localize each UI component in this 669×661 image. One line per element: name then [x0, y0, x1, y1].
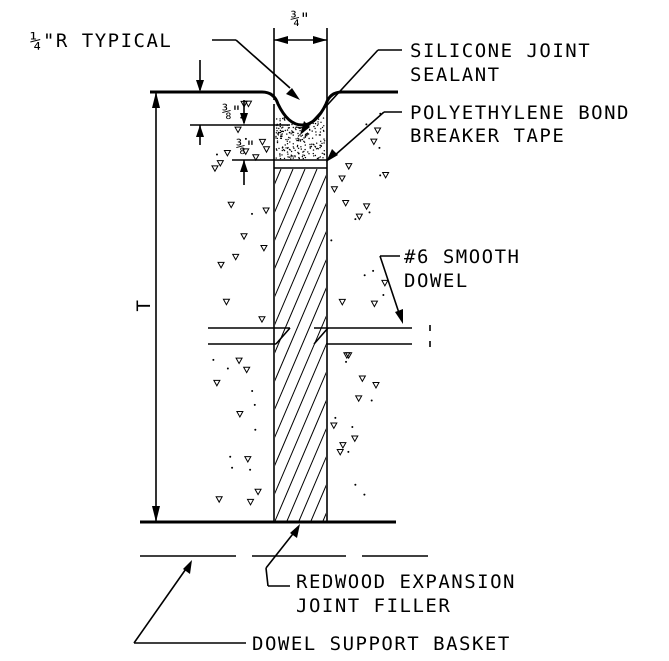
filler-label-line1: REDWOOD EXPANSION — [296, 571, 516, 593]
dowel-label-line2: DOWEL — [404, 270, 469, 292]
basket-leader — [133, 560, 246, 644]
sealant-label-line2: SEALANT — [410, 64, 501, 86]
tape-leader — [326, 111, 402, 162]
dowel-label-line1: #6 SMOOTH — [404, 246, 520, 268]
sealant-label-line1: SILICONE JOINT — [410, 40, 591, 62]
thickness-dimension — [152, 92, 160, 522]
sealant-leader — [300, 49, 402, 135]
width-dimension — [273, 28, 328, 100]
sealant-depth-dimension — [190, 60, 290, 145]
dowel-leader — [379, 255, 403, 324]
radius-leader — [212, 39, 300, 100]
radius-label: ¼"R TYPICAL — [30, 30, 172, 52]
filler-label-line2: JOINT FILLER — [296, 595, 451, 617]
filler-leader — [265, 524, 300, 587]
width-label: ¾" — [290, 9, 309, 28]
redwood-filler-hatch — [275, 169, 326, 521]
tape-depth-label: ⅜" — [236, 137, 255, 156]
sealant-depth-label: ⅜" — [222, 102, 241, 121]
dowel-bar — [208, 325, 431, 347]
silicone-sealant-fill — [275, 117, 326, 160]
basket-label: DOWEL SUPPORT BASKET — [252, 633, 511, 655]
tape-label-line2: BREAKER TAPE — [410, 125, 565, 147]
tape-label-line1: POLYETHYLENE BOND — [410, 102, 630, 124]
tape-depth-dimension — [232, 100, 274, 185]
thickness-label: T — [133, 299, 155, 312]
concrete-aggregate — [211, 100, 390, 506]
